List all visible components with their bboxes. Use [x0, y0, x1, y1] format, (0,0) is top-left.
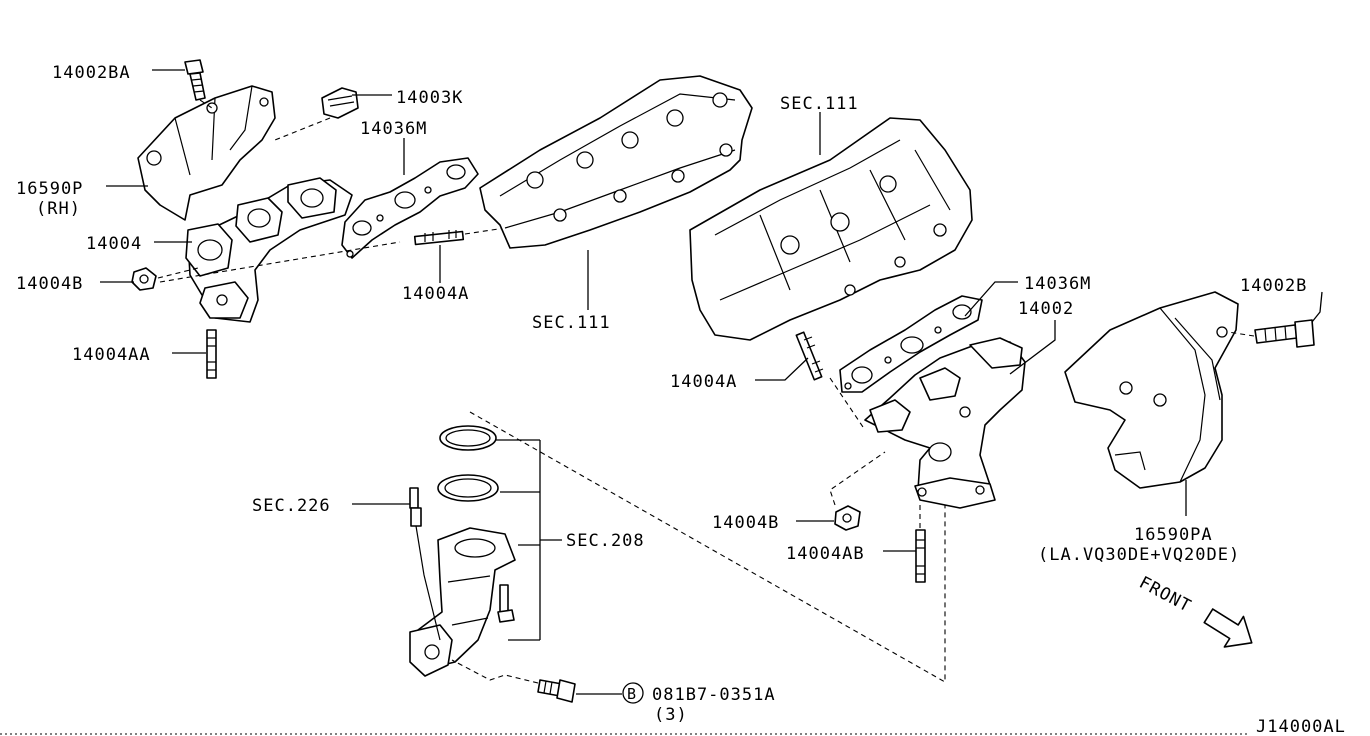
- stud-14004A-left: [413, 230, 465, 246]
- label-14004AB: 14004AB: [786, 544, 865, 564]
- label-14004AA: 14004AA: [72, 345, 151, 365]
- label-14004A-right: 14004A: [670, 372, 737, 392]
- label-14004B-right: 14004B: [712, 513, 779, 533]
- label-16590PA-note: (LA.VQ30DE+VQ20DE): [1038, 545, 1240, 565]
- bolt-14002BA: [184, 59, 206, 101]
- label-bolt-qty: (3): [654, 705, 688, 725]
- cylinder-head-right: [689, 117, 973, 341]
- stud-14004AA: [206, 329, 217, 379]
- catalytic-converter: [409, 425, 516, 677]
- label-sec226: SEC.226: [252, 496, 331, 516]
- dashed-connection-lines: [469, 411, 946, 683]
- label-sec111-left: SEC.111: [532, 313, 611, 333]
- label-16590P-note: (RH): [36, 199, 81, 219]
- diagram-code: J14000AL: [1256, 717, 1346, 736]
- bolt-14002B: [1254, 319, 1315, 348]
- leader-lines: [100, 69, 1323, 695]
- label-bolt-part: 081B7-0351A: [652, 685, 776, 705]
- gasket-left: [341, 157, 479, 259]
- label-16590P: 16590P: [16, 179, 83, 199]
- arrow-icon: [1203, 608, 1253, 648]
- bolt-081B7: [537, 679, 576, 703]
- stud-14004AB: [915, 529, 926, 583]
- label-16590PA: 16590PA: [1134, 525, 1213, 545]
- label-14036M-right: 14036M: [1024, 274, 1091, 294]
- label-14002B: 14002B: [1240, 276, 1307, 296]
- oxygen-sensor: [409, 487, 441, 641]
- label-front: FRONT: [1136, 573, 1195, 617]
- label-14004: 14004: [86, 234, 142, 254]
- plug-14003K: [321, 87, 359, 119]
- exhaust-manifold-right: [864, 337, 1026, 509]
- label-14036M-left: 14036M: [360, 119, 427, 139]
- heat-insulator-right: [1064, 291, 1239, 489]
- stud-14004A-right: [795, 331, 824, 381]
- label-14002BA: 14002BA: [52, 63, 131, 83]
- label-14002: 14002: [1018, 299, 1074, 319]
- label-sec111-right: SEC.111: [780, 94, 859, 114]
- nut-14004B-right: [834, 505, 861, 531]
- circled-b-icon: B: [622, 682, 644, 704]
- label-14003K: 14003K: [396, 88, 463, 108]
- heat-insulator-left: [137, 85, 276, 221]
- exhaust-manifold-left: [185, 177, 353, 323]
- label-14004A-left: 14004A: [402, 284, 469, 304]
- bolt-converter: [497, 584, 515, 623]
- label-14004B-left: 14004B: [16, 274, 83, 294]
- bolt-symbol-letter: B: [627, 685, 636, 703]
- nut-14004B-left: [131, 267, 157, 291]
- cylinder-head-left: [479, 75, 753, 249]
- label-sec208: SEC.208: [566, 531, 645, 551]
- gasket-right: [839, 295, 983, 393]
